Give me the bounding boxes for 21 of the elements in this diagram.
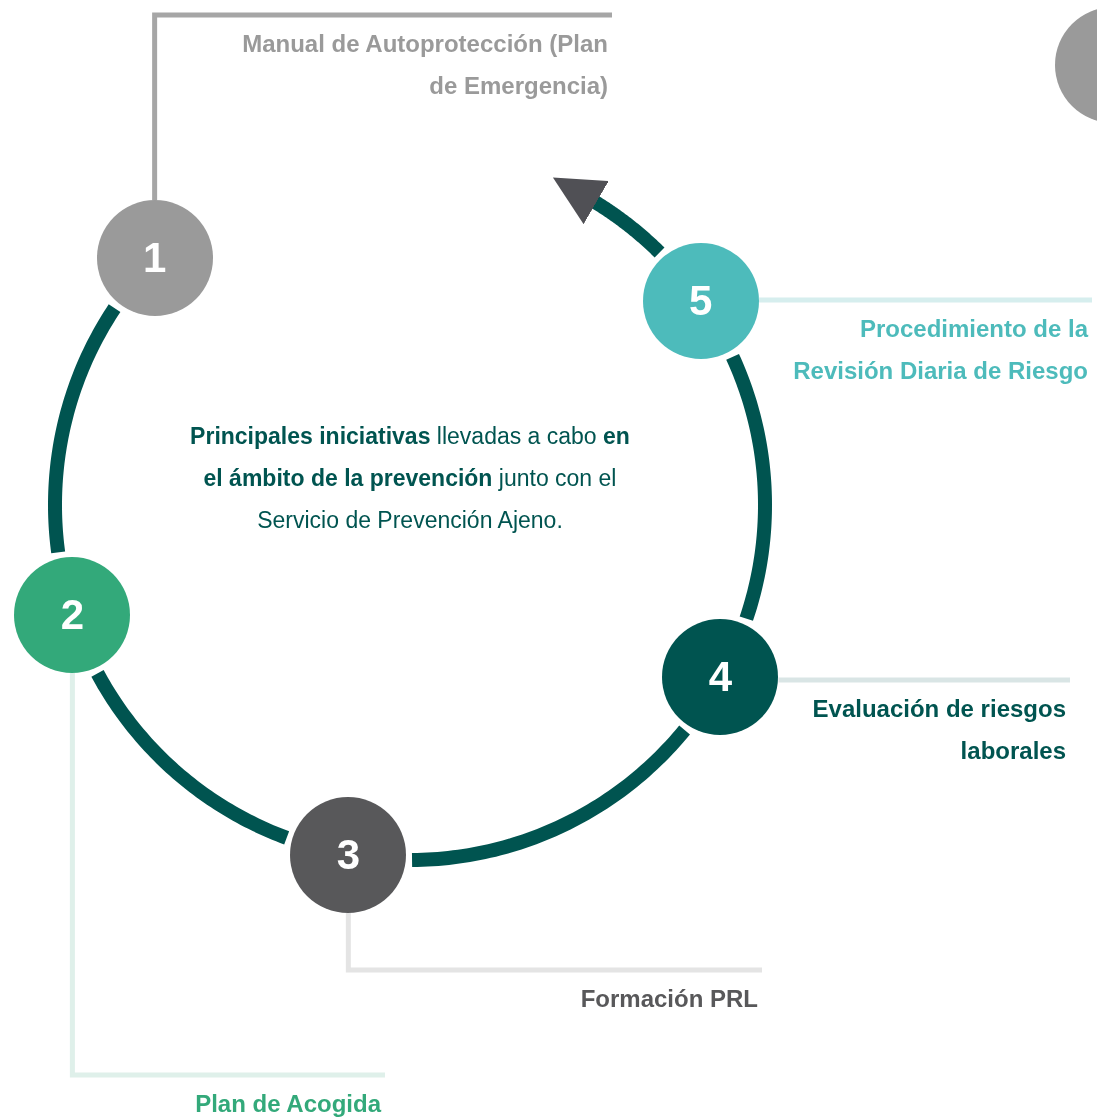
arc-connector: [48, 304, 121, 556]
step-label: Plan de Acogida: [70, 1075, 385, 1119]
arc-connector: [552, 177, 666, 259]
arc-connector: [410, 725, 690, 867]
leader-line: [345, 912, 762, 973]
arc-connector: [726, 353, 772, 622]
step-circle: 5: [642, 243, 759, 360]
step-label: Procedimiento de la Revisión Diaria de Riesgo: [780, 300, 1092, 460]
step-label: Evaluación de riesgos laborales: [790, 680, 1070, 780]
step-label: Formación PRL: [480, 970, 762, 1025]
step-circle: 1: [96, 200, 213, 317]
step-circle: 3: [290, 796, 407, 913]
leader-line: [152, 12, 612, 201]
step-circle: 2: [14, 556, 131, 673]
leader-line: [69, 672, 385, 1078]
leader-line: [778, 677, 1070, 683]
step-label: Manual de Autoprotección (Plan de Emergencia): [240, 15, 612, 107]
step-circle: 4: [662, 619, 779, 736]
leader-line: [758, 297, 1092, 303]
intro-text: Principales iniciativas llevadas a cabo en el ámbito de la prevención junto con el Servicio de Prevención Ajeno.: [190, 422, 630, 535]
arc-connector: [91, 670, 290, 845]
